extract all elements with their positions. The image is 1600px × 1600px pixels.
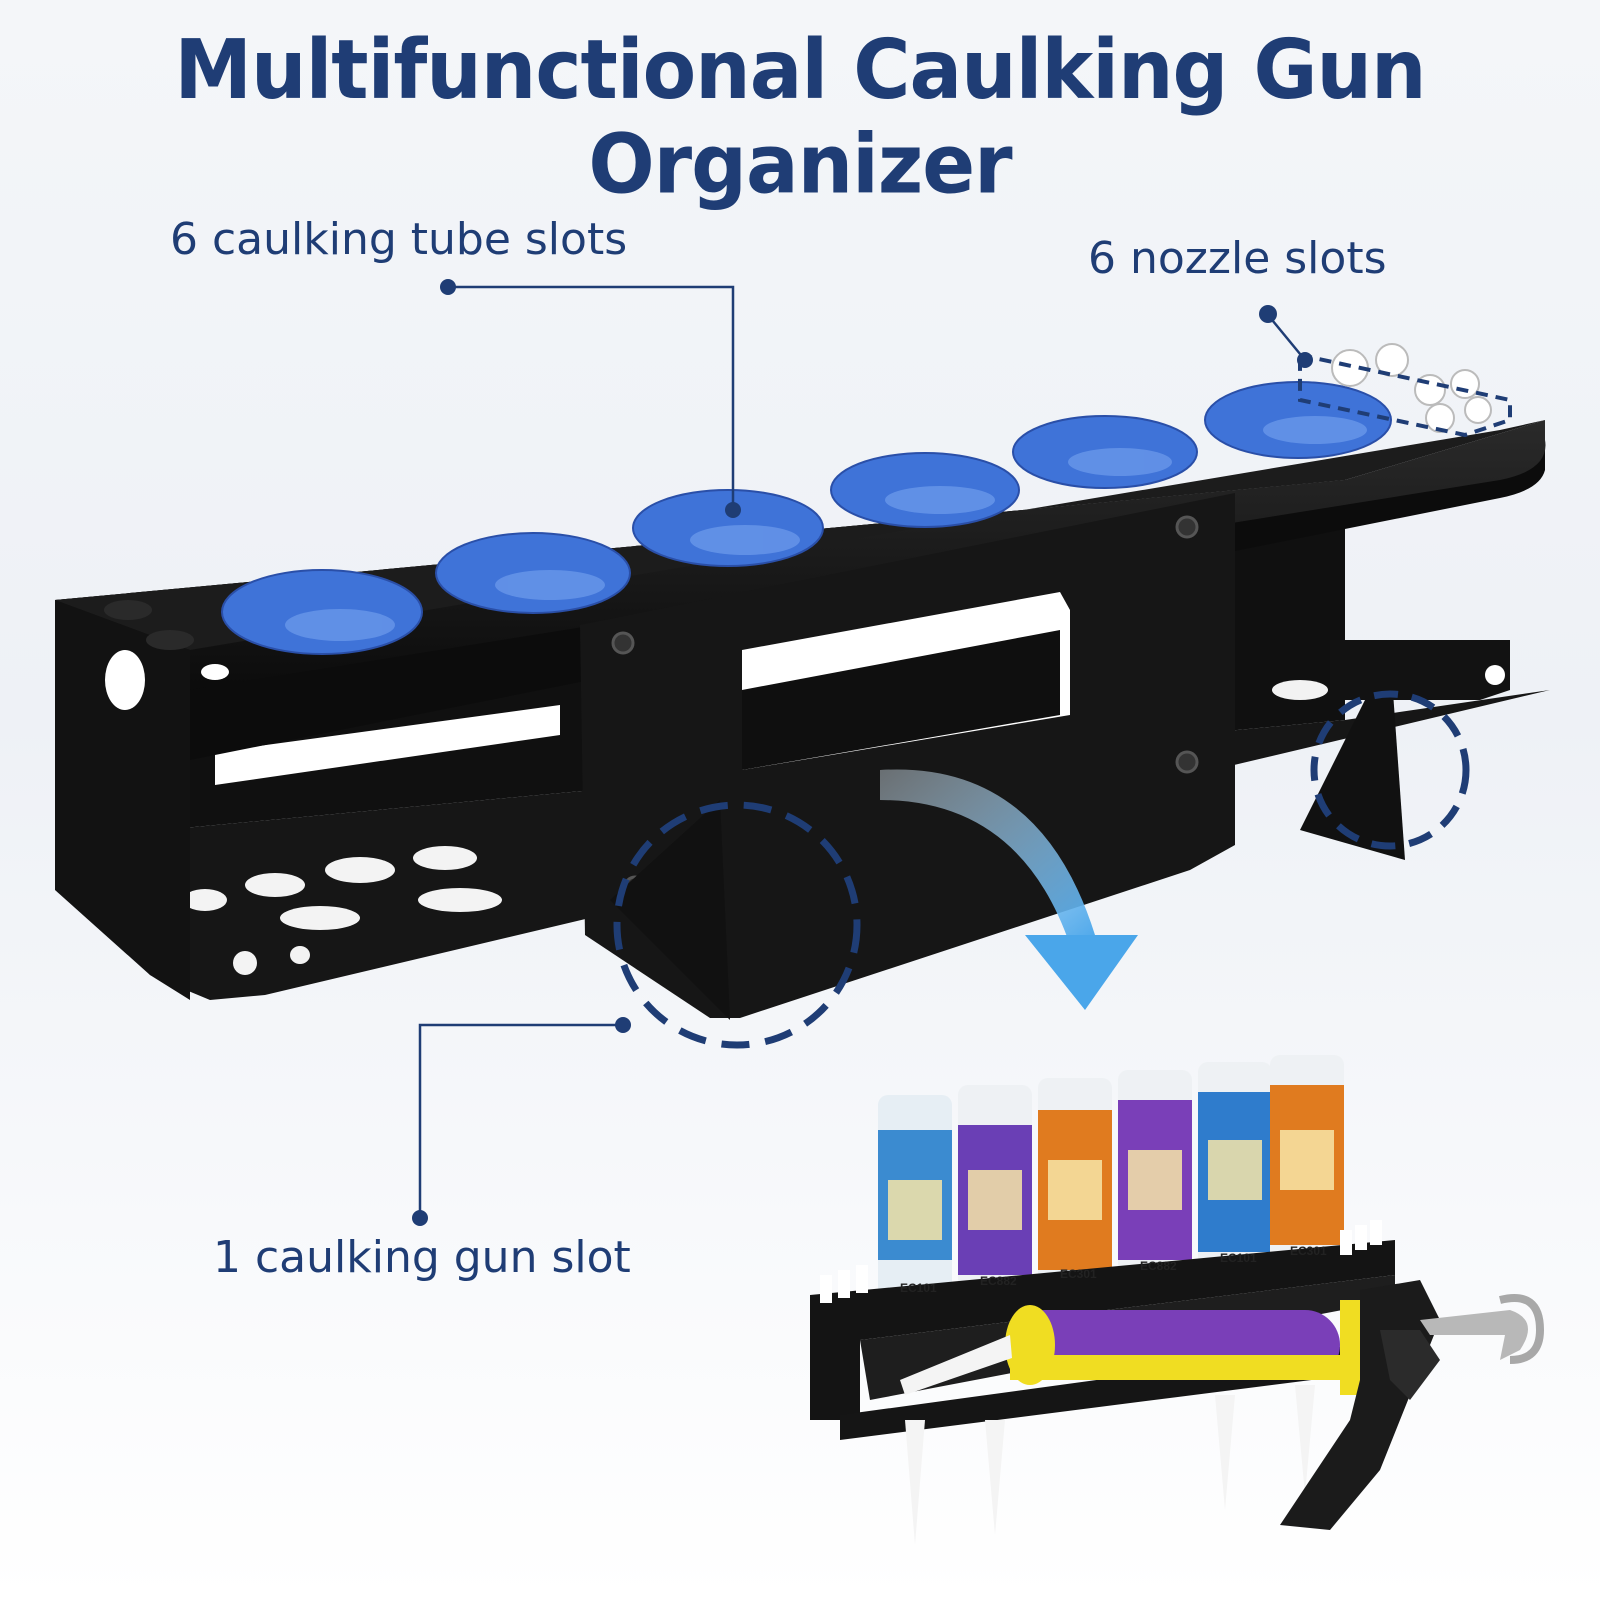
tube-label: EC301	[1290, 1244, 1327, 1258]
tube-slots-callout: 6 caulking tube slots	[170, 214, 628, 265]
tube-label: EC882	[1140, 1259, 1177, 1273]
gun-slot-callout: 1 caulking gun slot	[213, 1232, 631, 1283]
page-title: Multifunctional Caulking Gun Organizer	[174, 23, 1426, 213]
curved-arrow-icon	[880, 769, 1138, 1010]
tube-label: EC101	[1220, 1251, 1257, 1265]
rack-image	[55, 343, 1550, 1020]
caulking-gun-image: EC101 EC882 EC301 EC882 EC101 EC301	[810, 1055, 1545, 1545]
tube-label: EC101	[900, 1281, 937, 1295]
tube-label: EC882	[980, 1274, 1017, 1288]
nozzle-slots-callout: 6 nozzle slots	[1088, 233, 1387, 284]
tube-label: EC301	[1060, 1267, 1097, 1281]
